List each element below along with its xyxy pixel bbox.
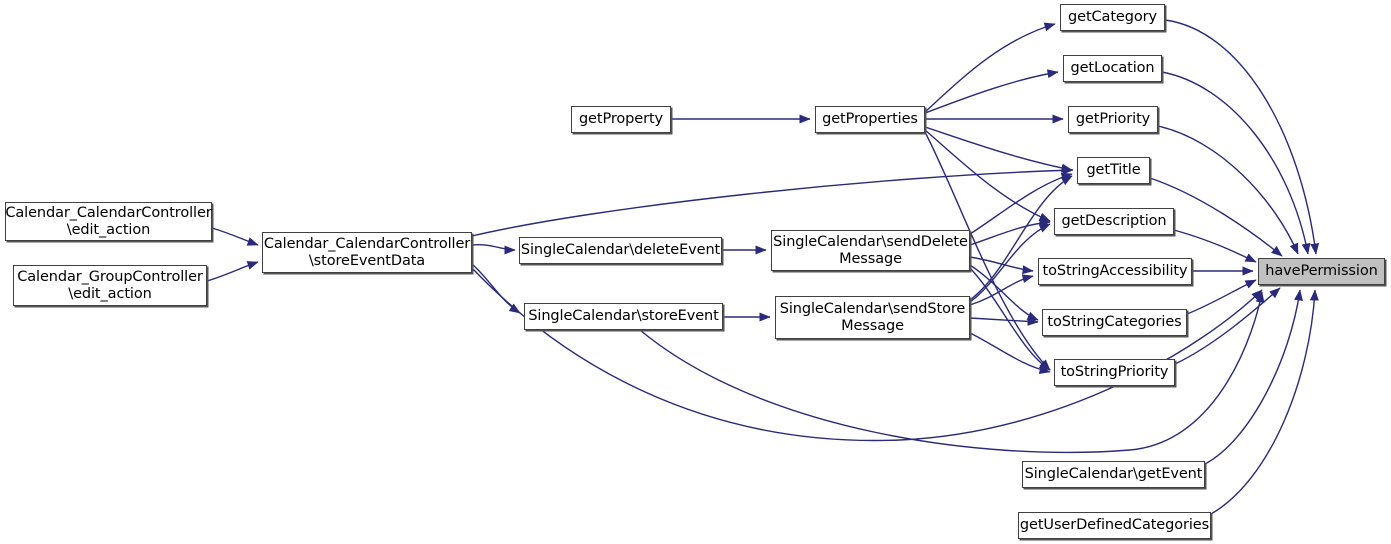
graph-node-label: getLocation: [1070, 60, 1155, 76]
graph-node-label: getCategory: [1068, 9, 1157, 25]
graph-edge-tostringcategories-to-havepermission: [1186, 279, 1257, 315]
graph-edge-storeevent-to-havepermission: [639, 291, 1265, 454]
graph-node-getpriority[interactable]: getPriority: [1068, 106, 1158, 133]
graph-edge-sendstoremessage-to-tostringaccessibility: [969, 274, 1034, 306]
graph-edge-senddeletemessage-to-gettitle: [969, 172, 1073, 235]
graph-edge-getlocation-to-havepermission: [1161, 71, 1311, 255]
graph-node-label: getPriority: [1075, 111, 1151, 127]
graph-node-label: getTitle: [1086, 162, 1141, 178]
graph-node-sendstoremessage[interactable]: SingleCalendar\sendStore Message: [775, 296, 970, 339]
graph-edge-getproperties-to-getdescription: [924, 129, 1051, 222]
graph-edge-sendstoremessage-to-tostringcategories: [969, 316, 1039, 326]
graph-edge-storeeventdata-to-deleteevent: [471, 243, 516, 255]
graph-node-label: SingleCalendar\deleteEvent: [520, 242, 721, 258]
graph-edge-storeeventdata-to-havepermission: [471, 267, 1263, 442]
graph-node-groupcontroller_edit[interactable]: Calendar_GroupController \edit_action: [13, 265, 207, 306]
graph-edge-getproperties-to-gettitle: [924, 126, 1073, 173]
graph-node-getproperty[interactable]: getProperty: [571, 106, 671, 133]
graph-edge-getproperties-to-getlocation: [924, 69, 1059, 114]
graph-edge-getdescription-to-havepermission: [1173, 229, 1257, 263]
graph-edge-calendarcontroller_edit-to-storeeventdata: [211, 227, 259, 246]
graph-edge-sendstoremessage-to-gettitle: [969, 175, 1073, 301]
graph-edge-storeeventdata-to-storeevent: [471, 263, 521, 314]
graph-edge-getproperties-to-tostringpriority: [924, 131, 1051, 371]
graph-edge-senddeletemessage-to-tostringpriority: [969, 267, 1051, 371]
graph-edge-tostringpriority-to-havepermission: [1174, 287, 1281, 365]
graph-edge-groupcontroller_edit-to-storeeventdata: [206, 261, 259, 282]
graph-node-label: getProperty: [578, 111, 664, 127]
graph-edge-getproperties-to-getcategory: [924, 22, 1056, 113]
graph-node-label: SingleCalendar\getEvent: [1024, 466, 1203, 482]
graph-edge-senddeletemessage-to-tostringcategories: [969, 264, 1039, 321]
graph-edge-getcategory-to-havepermission: [1164, 19, 1320, 255]
graph-edges: [206, 19, 1320, 515]
graph-node-storeevent[interactable]: SingleCalendar\storeEvent: [524, 303, 723, 330]
graph-edge-storeeventdata-to-gettitle: [471, 165, 1074, 237]
graph-node-getcategory[interactable]: getCategory: [1060, 4, 1165, 31]
graph-node-label: toStringAccessibility: [1042, 263, 1188, 279]
graph-node-calendarcontroller_edit[interactable]: Calendar_CalendarController \edit_action: [5, 202, 212, 241]
graph-edge-sendstoremessage-to-getdescription: [969, 223, 1051, 303]
graph-node-gettitle[interactable]: getTitle: [1077, 157, 1150, 184]
graph-node-getdescription[interactable]: getDescription: [1054, 208, 1174, 235]
graph-node-label: Calendar_CalendarController \storeEventD…: [263, 235, 471, 269]
graph-node-label: getUserDefinedCategories: [1019, 517, 1210, 533]
graph-node-label: toStringPriority: [1060, 364, 1169, 380]
graph-edge-getpriority-to-havepermission: [1157, 125, 1299, 255]
graph-node-label: SingleCalendar\storeEvent: [528, 308, 719, 324]
graph-node-tostringaccessibility[interactable]: toStringAccessibility: [1038, 258, 1192, 285]
graph-edge-senddeletemessage-to-getdescription: [969, 218, 1051, 246]
graph-edge-sendstoremessage-to-tostringpriority: [969, 332, 1051, 374]
graph-node-label: havePermission: [1265, 263, 1378, 279]
graph-node-label: Calendar_CalendarController \edit_action: [5, 204, 212, 238]
graph-node-storeeventdata[interactable]: Calendar_CalendarController \storeEventD…: [262, 232, 472, 273]
graph-node-getlocation[interactable]: getLocation: [1063, 55, 1162, 82]
graph-node-label: getProperties: [822, 111, 918, 127]
graph-node-label: SingleCalendar\sendStore Message: [779, 300, 966, 334]
graph-node-getuserdefinedcategories[interactable]: getUserDefinedCategories: [1018, 512, 1211, 539]
graph-node-tostringpriority[interactable]: toStringPriority: [1054, 359, 1175, 386]
graph-node-label: SingleCalendar\sendDelete Message: [773, 233, 968, 267]
graph-node-label: getDescription: [1061, 213, 1167, 229]
graph-node-getevent[interactable]: SingleCalendar\getEvent: [1022, 461, 1205, 488]
graph-node-senddeletemessage[interactable]: SingleCalendar\sendDelete Message: [771, 230, 970, 271]
graph-edge-getuserdefinedcategories-to-havepermission: [1210, 289, 1319, 515]
graph-node-label: Calendar_GroupController \edit_action: [17, 268, 203, 302]
graph-node-label: toStringCategories: [1047, 314, 1182, 330]
graph-node-havepermission[interactable]: havePermission: [1258, 258, 1385, 285]
graph-node-getproperties[interactable]: getProperties: [815, 106, 925, 133]
graph-node-tostringcategories[interactable]: toStringCategories: [1042, 309, 1187, 336]
graph-node-deleteevent[interactable]: SingleCalendar\deleteEvent: [519, 237, 722, 264]
graph-edge-gettitle-to-havepermission: [1149, 177, 1283, 257]
graph-edge-getevent-to-havepermission: [1204, 289, 1303, 465]
